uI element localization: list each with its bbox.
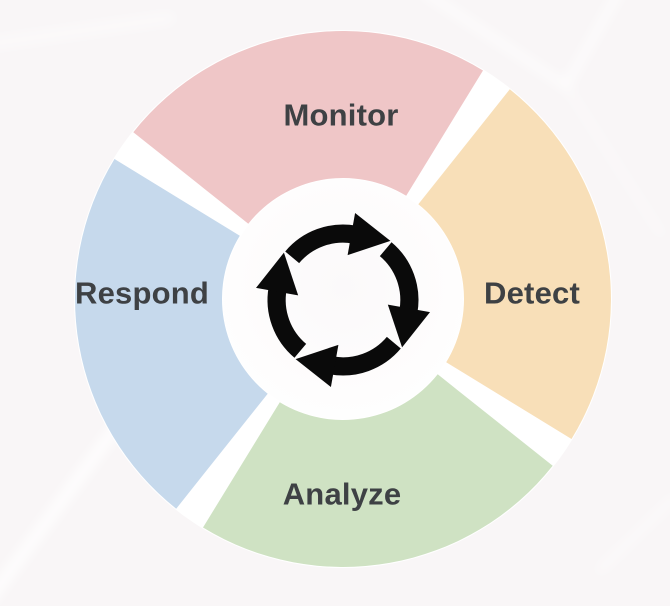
inner-circle (223, 179, 463, 419)
segment-analyze (203, 374, 553, 567)
segment-respond (75, 159, 268, 509)
segment-label-monitor: Monitor (283, 98, 398, 133)
cycle-arrow-bottom (295, 336, 401, 387)
segment-monitor (133, 31, 484, 224)
cycle-arrows-icon (256, 213, 430, 387)
background-streak (595, 494, 670, 575)
segment-label-analyze: Analyze (283, 477, 402, 512)
ring-segments (75, 31, 611, 567)
segment-labels: Monitor Detect Analyze Respond (75, 98, 580, 512)
cycle-arrow-top (285, 213, 391, 264)
segment-detect (418, 89, 611, 440)
cycle-arrows-strokes (256, 213, 430, 387)
background-streak (563, 83, 665, 238)
background-streak (0, 12, 176, 49)
segment-label-detect: Detect (484, 276, 580, 311)
segment-label-respond: Respond (75, 276, 209, 311)
cycle-arrow-right (379, 242, 430, 348)
cycle-arrow-left (256, 252, 307, 358)
background-streak (0, 416, 126, 595)
